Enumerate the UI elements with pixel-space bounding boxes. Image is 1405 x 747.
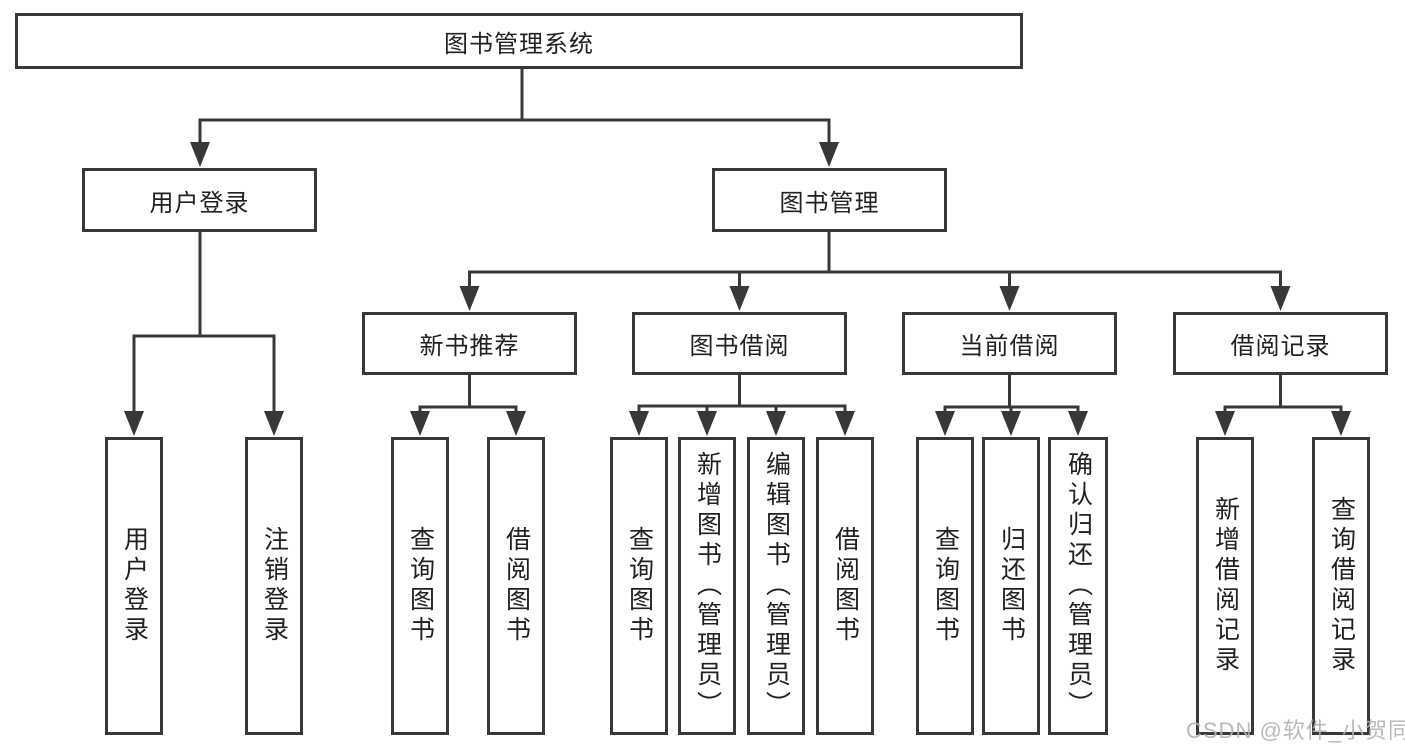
leaf-add-book-admin: 新增图书（管理员） xyxy=(678,437,736,735)
leaf-query-borrow-record: 查询借阅记录 xyxy=(1312,437,1370,735)
leaf-add-borrow-record: 新增借阅记录 xyxy=(1196,437,1254,735)
leaf-borrow-book-newbook: 借阅图书 xyxy=(487,437,545,735)
node-label: 图书管理系统 xyxy=(444,30,594,58)
node-label: 新书推荐 xyxy=(419,333,520,360)
leaf-query-book-newbook: 查询图书 xyxy=(391,437,449,735)
node-current-borrow: 当前借阅 xyxy=(902,312,1117,375)
node-label: 查询图书 xyxy=(406,526,435,646)
leaf-return-book: 归还图书 xyxy=(982,437,1040,735)
node-label: 确认归还（管理员） xyxy=(1064,451,1093,721)
leaf-confirm-return-admin: 确认归还（管理员） xyxy=(1048,437,1108,735)
node-user-login: 用户登录 xyxy=(82,168,317,232)
node-borrow-record: 借阅记录 xyxy=(1173,312,1388,375)
node-label: 归还图书 xyxy=(997,526,1026,646)
node-label: 注销登录 xyxy=(260,526,289,646)
node-label: 用户登录 xyxy=(149,189,250,217)
csdn-watermark: CSDN @软件_小贺同学 xyxy=(1186,718,1405,743)
leaf-edit-book-admin: 编辑图书（管理员） xyxy=(747,437,805,735)
node-label: 当前借阅 xyxy=(959,333,1060,360)
node-new-book-recommend: 新书推荐 xyxy=(362,312,577,375)
leaf-logout: 注销登录 xyxy=(245,437,303,735)
node-label: 新增借阅记录 xyxy=(1211,496,1240,676)
node-label: 新增图书（管理员） xyxy=(693,451,722,721)
node-label: 图书借阅 xyxy=(689,333,790,360)
node-label: 用户登录 xyxy=(120,526,149,646)
leaf-user-login: 用户登录 xyxy=(105,437,163,735)
node-book-borrow: 图书借阅 xyxy=(632,312,847,375)
node-label: 借阅图书 xyxy=(831,526,860,646)
node-label: 查询图书 xyxy=(625,526,654,646)
node-label: 图书管理 xyxy=(779,189,880,217)
leaf-query-book-borrow: 查询图书 xyxy=(610,437,668,735)
leaf-query-book-current: 查询图书 xyxy=(916,437,974,735)
node-book-management: 图书管理 xyxy=(712,168,947,232)
leaf-borrow-book-borrow: 借阅图书 xyxy=(816,437,874,735)
node-label: 查询借阅记录 xyxy=(1327,496,1356,676)
node-label: 查询图书 xyxy=(931,526,960,646)
node-root-library-management-system: 图书管理系统 xyxy=(15,13,1023,69)
node-label: 借阅图书 xyxy=(502,526,531,646)
node-label: 借阅记录 xyxy=(1230,333,1331,360)
node-label: 编辑图书（管理员） xyxy=(762,451,791,721)
